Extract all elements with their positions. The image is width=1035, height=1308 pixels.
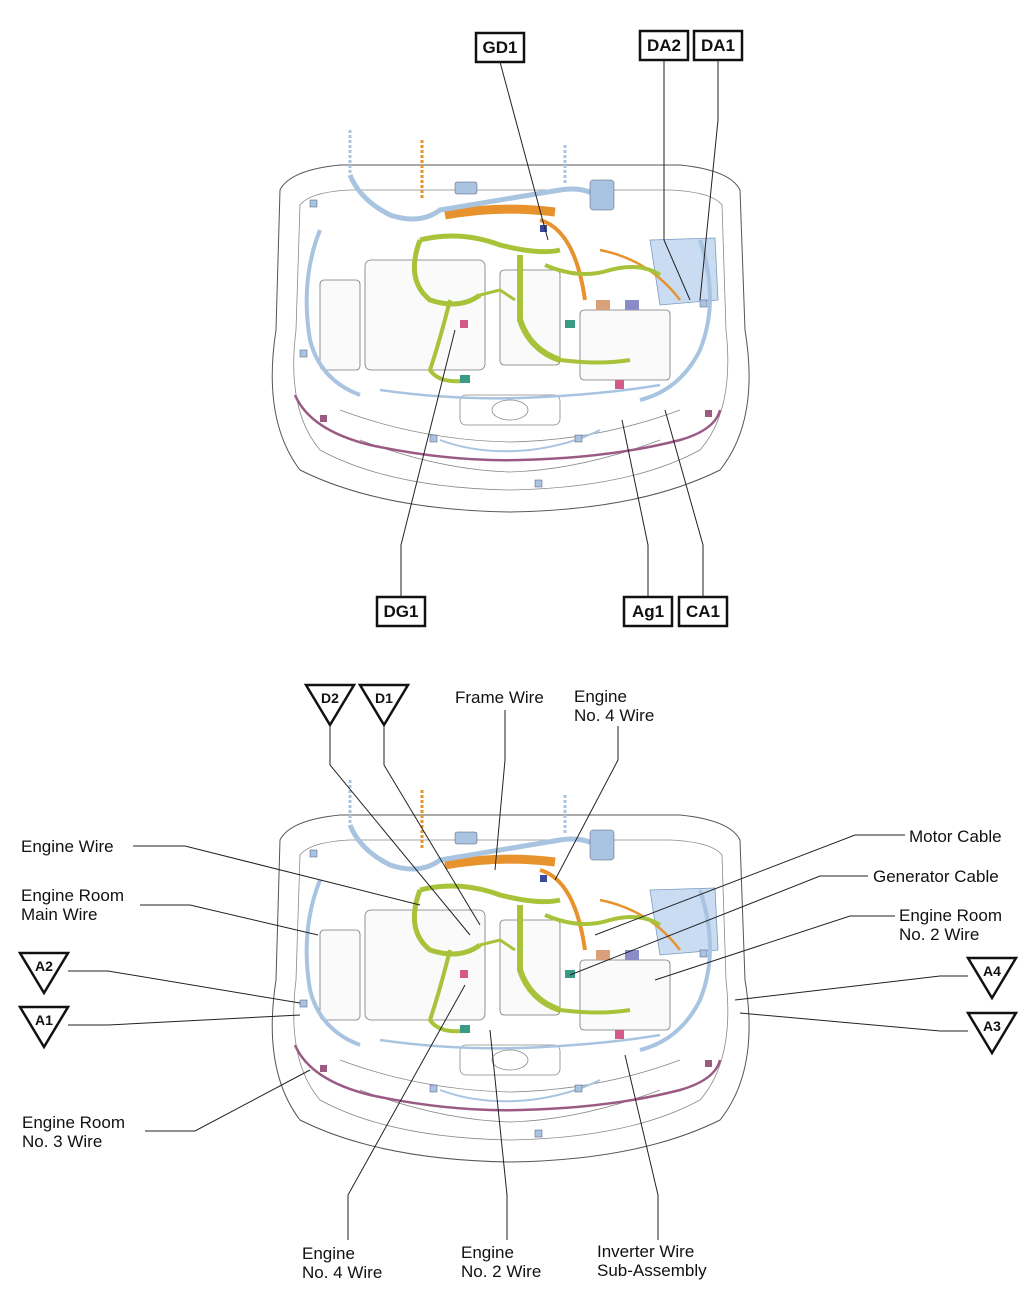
connector-ca1-label: CA1 (686, 602, 720, 621)
label-engine-no4-top-line2: No. 4 Wire (574, 706, 654, 725)
junction-d1-label: D1 (375, 690, 393, 706)
junction-a2-label: A2 (35, 958, 53, 974)
label-inverter-line2: Sub-Assembly (597, 1261, 707, 1280)
junction-a4: A4 (734, 956, 1019, 1001)
label-inverter-line1: Inverter Wire (597, 1242, 694, 1261)
junction-a1-label: A1 (35, 1012, 53, 1028)
label-engine-no4-bottom-line1: Engine (302, 1244, 355, 1263)
label-engine-no2-line1: Engine (461, 1243, 514, 1262)
label-engine-room-no3-line2: No. 3 Wire (22, 1132, 102, 1151)
label-engine-room-no2-line2: No. 2 Wire (899, 925, 979, 944)
label-engine-room-no3-line1: Engine Room (22, 1113, 125, 1132)
junction-d2-label: D2 (321, 690, 339, 706)
junction-a1: A1 (17, 1005, 301, 1050)
connector-da1: DA1 (692, 29, 744, 301)
junction-d2: D2 (303, 683, 471, 936)
label-frame-wire: Frame Wire (455, 688, 544, 707)
label-engine-no2-line2: No. 2 Wire (461, 1262, 541, 1281)
junction-a4-label: A4 (983, 963, 1001, 979)
connector-ca1: CA1 (664, 409, 729, 628)
connector-gd1-label: GD1 (483, 38, 518, 57)
label-engine-no4-bottom-line2: No. 4 Wire (302, 1263, 382, 1282)
connector-ag1-label: Ag1 (632, 602, 664, 621)
connector-ag1: Ag1 (621, 419, 674, 628)
bottom-engine-bay (272, 780, 749, 1162)
label-engine-room-no2-line1: Engine Room (899, 906, 1002, 925)
junction-d1: D1 (357, 683, 481, 926)
label-engine-room-main-line2: Main Wire (21, 905, 98, 924)
label-engine-no4-top-line1: Engine (574, 687, 627, 706)
junction-a3: A3 (739, 1011, 1019, 1056)
label-generator-cable: Generator Cable (873, 867, 999, 886)
junction-a2: A2 (17, 951, 301, 1004)
connector-da1-label: DA1 (701, 36, 735, 55)
connector-da2-label: DA2 (647, 36, 681, 55)
connector-dg1: DG1 (375, 329, 456, 628)
label-motor-cable: Motor Cable (909, 827, 1002, 846)
label-engine-wire: Engine Wire (21, 837, 114, 856)
connector-da2: DA2 (638, 29, 691, 301)
label-engine-room-main-line1: Engine Room (21, 886, 124, 905)
junction-a3-label: A3 (983, 1018, 1001, 1034)
connector-gd1: GD1 (474, 31, 549, 241)
connector-dg1-label: DG1 (384, 602, 419, 621)
